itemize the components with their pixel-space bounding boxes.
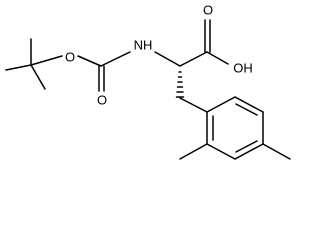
boc-carbamate-group bbox=[77, 51, 131, 92]
amino-acid-backbone bbox=[154, 19, 229, 113]
bond-ortho-methyl bbox=[179, 143, 208, 160]
tert-butyl-group bbox=[5, 38, 63, 90]
bond-para-methyl bbox=[262, 143, 291, 160]
ring-bond-1 bbox=[206, 96, 236, 113]
atom-label-hydroxyl: OH bbox=[233, 60, 253, 75]
bond-ester-o-to-carbonyl bbox=[77, 55, 102, 67]
ring-inner-double-3 bbox=[235, 140, 258, 153]
bond-carbonyl-to-nh bbox=[100, 51, 131, 67]
bond-acid-to-oh bbox=[206, 51, 229, 65]
bond-tbu-methyl-right bbox=[30, 64, 46, 90]
ring-inner-double-2 bbox=[235, 103, 258, 116]
atom-label-nh: NH bbox=[134, 37, 153, 52]
bond-alpha-to-acid-carbon bbox=[179, 51, 208, 67]
stereo-hashed-wedge bbox=[175, 71, 185, 98]
atom-label-acid-carbonyl-o: O bbox=[203, 2, 213, 17]
bond-nh-to-alpha bbox=[154, 51, 181, 67]
atom-label-boc-ester-o: O bbox=[65, 49, 75, 64]
molecule-diagram: O O NH O OH bbox=[5, 2, 291, 160]
ring-bond-4 bbox=[234, 143, 264, 160]
ring-bond-5 bbox=[206, 143, 236, 160]
ring-bond-2 bbox=[234, 96, 264, 113]
bond-tbu-methyl-left bbox=[5, 64, 32, 71]
dimethylphenyl-ring bbox=[179, 96, 291, 160]
atom-label-boc-carbonyl-o: O bbox=[97, 92, 107, 107]
bond-ch2-to-ring bbox=[179, 97, 208, 113]
bond-tbu-to-ester-o bbox=[30, 55, 63, 66]
